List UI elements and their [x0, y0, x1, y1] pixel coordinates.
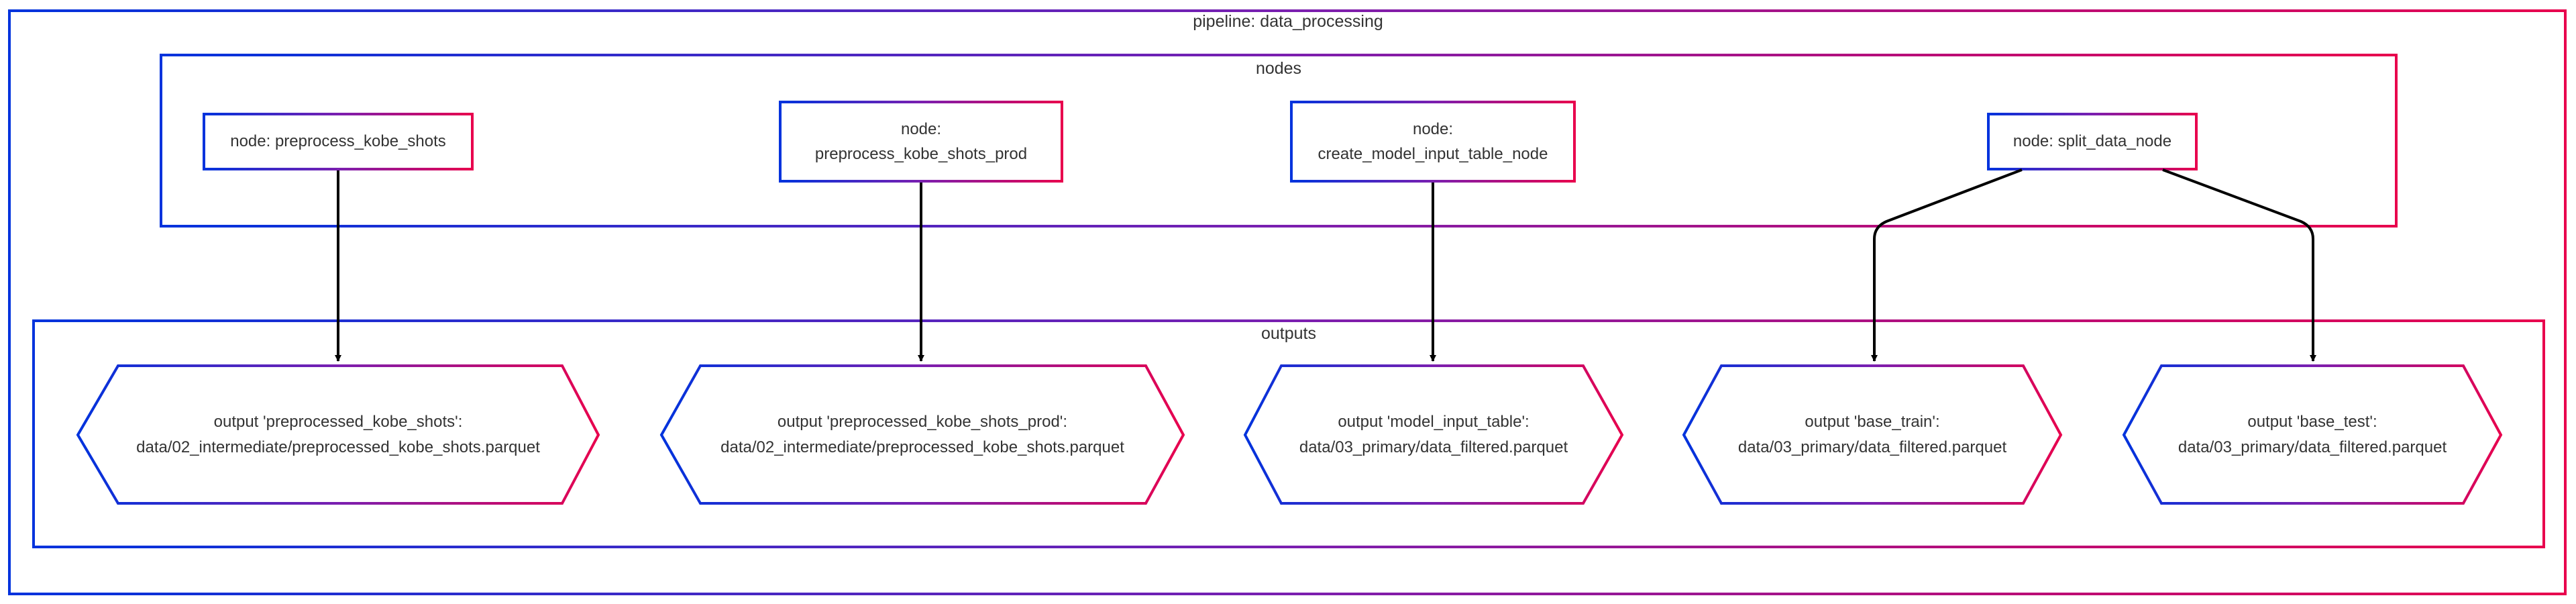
output-label-line: data/03_primary/data_filtered.parquet: [2178, 438, 2447, 456]
output-label-base-train: output 'base_train': data/03_primary/dat…: [1684, 366, 2061, 503]
node-label-split-data: node: split_data_node: [1988, 114, 2196, 169]
pipeline-cluster-frame: [8, 9, 2567, 595]
node-box-split-data[interactable]: [1987, 113, 2198, 170]
output-label-line: data/03_primary/data_filtered.parquet: [1299, 438, 1568, 456]
output-label-line: output 'base_train':: [1805, 413, 1940, 432]
output-label-line: output 'preprocessed_kobe_shots':: [213, 413, 463, 432]
output-label-line: data/03_primary/data_filtered.parquet: [1737, 438, 2007, 456]
output-label-line: output 'model_input_table':: [1338, 413, 1529, 432]
node-box-preprocess-kobe-shots[interactable]: [203, 113, 474, 170]
output-hexagon-model-input-table[interactable]: [1243, 364, 1624, 505]
node-box-create-model-input-table[interactable]: [1290, 101, 1576, 183]
node-label-preprocess-kobe-shots: node: preprocess_kobe_shots: [204, 114, 472, 169]
node-label-line: node: split_data_node: [2012, 132, 2172, 151]
output-hexagon-preprocessed-kobe-shots-prod[interactable]: [659, 364, 1185, 505]
edge-split-data-to-base-test: [2162, 168, 2316, 362]
node-label-preprocess-kobe-shots-prod: node: preprocess_kobe_shots_prod: [780, 102, 1062, 181]
output-label-line: data/02_intermediate/preprocessed_kobe_s…: [720, 438, 1124, 456]
output-label-line: data/02_intermediate/preprocessed_kobe_s…: [136, 438, 540, 456]
outputs-cluster-title: outputs: [1260, 324, 1317, 343]
edge-split-data-to-base-train: [1871, 168, 2023, 362]
node-label-create-model-input-table: node: create_model_input_table_node: [1291, 102, 1574, 181]
node-label-line: create_model_input_table_node: [1318, 145, 1548, 163]
outputs-cluster-frame: [32, 319, 2545, 548]
output-label-model-input-table: output 'model_input_table': data/03_prim…: [1245, 366, 1622, 503]
output-label-preprocessed-kobe-shots: output 'preprocessed_kobe_shots': data/0…: [78, 366, 598, 503]
node-label-line: preprocess_kobe_shots_prod: [814, 145, 1028, 163]
output-hexagon-base-train[interactable]: [1682, 364, 2063, 505]
node-box-preprocess-kobe-shots-prod[interactable]: [779, 101, 1063, 183]
output-label-line: output 'base_test':: [2247, 413, 2377, 432]
pipeline-title: pipeline: data_processing: [1193, 12, 1383, 31]
output-label-line: output 'preprocessed_kobe_shots_prod':: [777, 413, 1068, 432]
nodes-cluster-frame: [160, 54, 2398, 228]
node-label-line: node: preprocess_kobe_shots: [230, 132, 446, 151]
node-label-line: node:: [1412, 119, 1454, 138]
nodes-cluster-title: nodes: [1255, 59, 1302, 78]
output-hexagon-base-test[interactable]: [2122, 364, 2503, 505]
output-label-base-test: output 'base_test': data/03_primary/data…: [2124, 366, 2501, 503]
output-label-preprocessed-kobe-shots-prod: output 'preprocessed_kobe_shots_prod': d…: [661, 366, 1183, 503]
output-hexagon-preprocessed-kobe-shots[interactable]: [76, 364, 600, 505]
node-label-line: node:: [900, 119, 942, 138]
